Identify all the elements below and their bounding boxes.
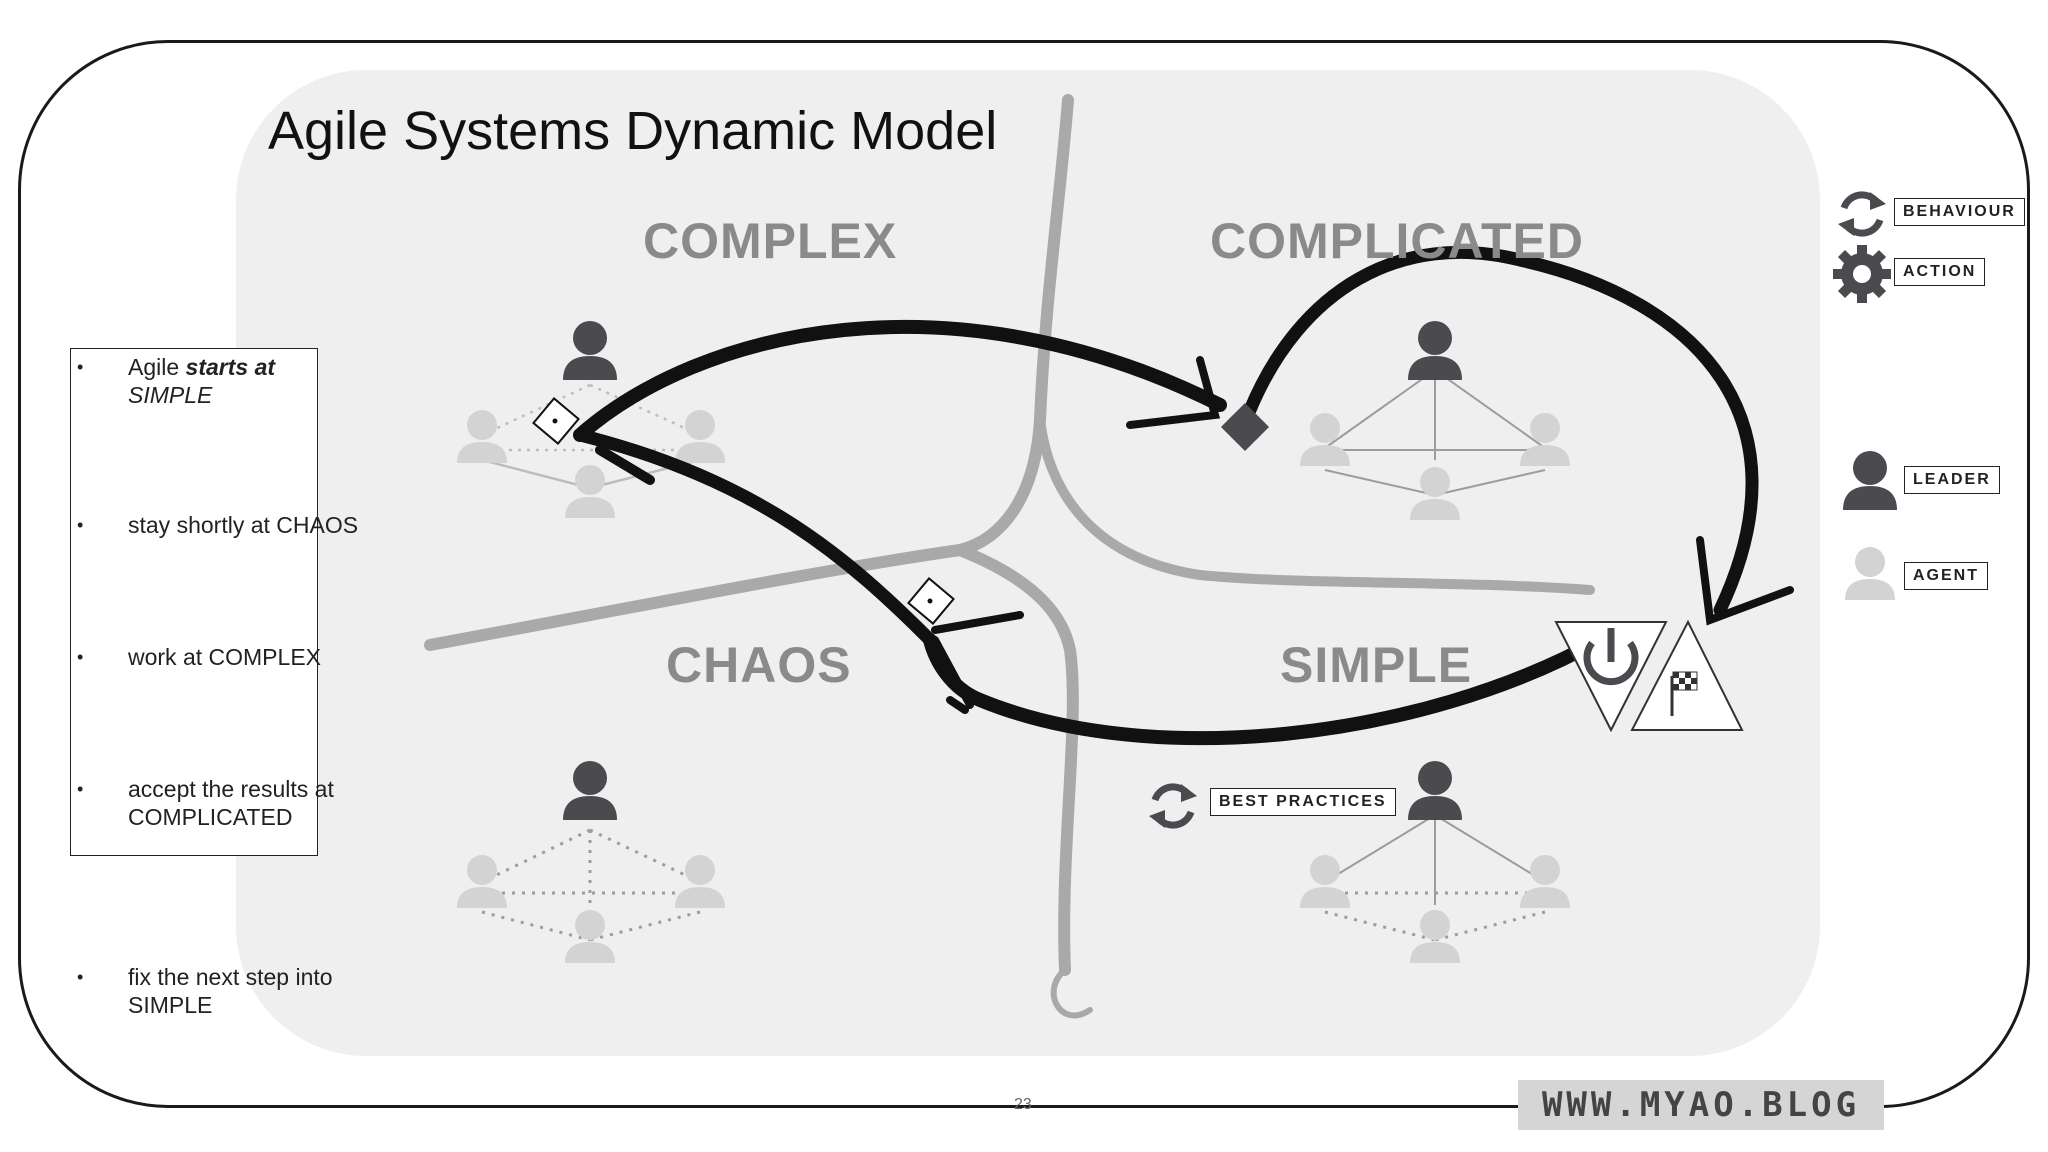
page-title: Agile Systems Dynamic Model	[268, 101, 998, 161]
agent-icon	[1410, 910, 1460, 963]
quadrant-label-complex: COMPLEX	[643, 213, 898, 269]
chaos-team	[457, 761, 725, 963]
agent-icon	[1300, 855, 1350, 908]
watermark: WWW.MYAO.BLOG	[1518, 1080, 1884, 1130]
leader-person-icon	[1843, 451, 1897, 510]
power-icon	[1554, 621, 1668, 733]
agent-icon	[457, 855, 507, 908]
leader-icon	[1408, 321, 1462, 380]
leader-icon	[563, 321, 617, 380]
list-item: stay shortly at CHAOS	[71, 511, 368, 539]
simple-team	[1300, 761, 1570, 963]
agent-person-icon	[1845, 547, 1895, 600]
best-practices-label: BEST PRACTICES	[1210, 788, 1396, 816]
legend-agent-label: AGENT	[1904, 562, 1988, 590]
agent-icon	[675, 855, 725, 908]
legend-behaviour-label: BEHAVIOUR	[1894, 198, 2025, 226]
list-item: fix the next step into SIMPLE	[71, 963, 368, 1019]
quadrant-label-complicated: COMPLICATED	[1210, 213, 1584, 269]
leader-icon	[1408, 761, 1462, 820]
agent-icon	[457, 410, 507, 463]
checkered-flag-icon	[1630, 619, 1744, 731]
quadrant-divider-roads	[424, 94, 1595, 1019]
refresh-icon	[1149, 784, 1197, 828]
agent-icon	[675, 410, 725, 463]
list-item: work at COMPLEX	[71, 643, 368, 671]
legend-action-label: ACTION	[1894, 258, 1986, 286]
leader-icon	[563, 761, 617, 820]
agent-icon	[1520, 413, 1570, 466]
agent-icon	[565, 465, 615, 518]
quadrant-label-chaos: CHAOS	[666, 637, 852, 693]
agent-icon	[1410, 467, 1460, 520]
legend-leader-label: LEADER	[1904, 466, 2000, 494]
page-number: 23	[1014, 1096, 1032, 1113]
agent-icon	[1520, 855, 1570, 908]
agent-icon	[1300, 413, 1350, 466]
flow-arrows	[573, 245, 1794, 746]
slide-frame	[18, 40, 2030, 1108]
quadrant-label-simple: SIMPLE	[1280, 637, 1473, 693]
list-item: accept the results at COMPLICATED	[71, 775, 368, 831]
agent-icon	[565, 910, 615, 963]
transition-marker	[532, 397, 1270, 625]
complicated-team	[1300, 321, 1570, 520]
gear-icon	[1833, 245, 1891, 303]
refresh-icon	[1838, 192, 1886, 236]
